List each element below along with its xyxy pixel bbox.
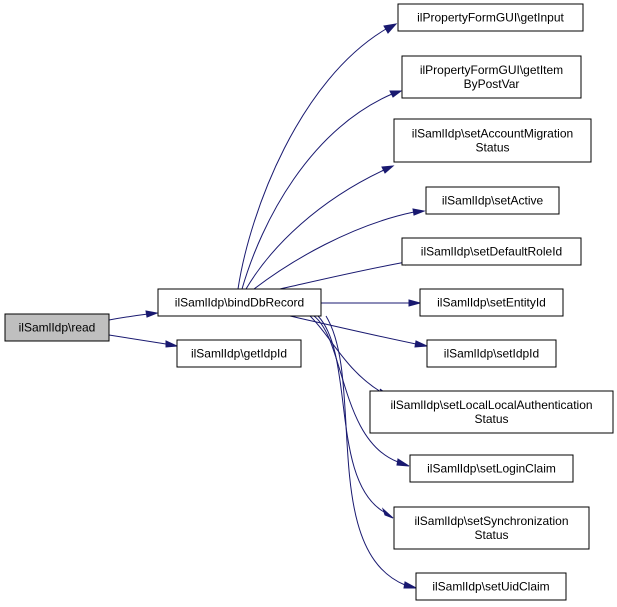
node-box	[409, 454, 574, 483]
edge-arrowhead	[381, 165, 395, 174]
nodes-layer: ilSamlIdp\read ilSamlIdp\bindDbRecord ilSa…	[4, 3, 614, 601]
edge-line	[279, 261, 407, 290]
edge-line	[241, 93, 393, 290]
node-getIdpId[interactable]: ilSamlIdp\getIdpId	[176, 339, 302, 368]
edge-bindDbRecord-to-getInput	[237, 23, 398, 290]
edge-bindDbRecord-to-setLocalLocalAuthenticationStatus	[309, 315, 392, 398]
edge-arrowhead	[389, 90, 403, 98]
node-label: ilSamlIdp\setIdpId	[444, 347, 539, 361]
node-label: ilSamlIdp\bindDbRecord	[175, 296, 304, 310]
node-box	[401, 55, 582, 99]
node-box	[157, 288, 322, 317]
node-label: ilSamlIdp\setAccountMigration	[412, 127, 573, 141]
edge-arrowhead	[403, 581, 417, 589]
node-label: ilPropertyFormGUI\getItem	[420, 63, 563, 77]
edge-bindDbRecord-to-setSynchronizationStatus	[317, 315, 394, 519]
node-setLocalLocalAuthenticationStatus[interactable]: ilSamlIdp\setLocalLocalAuthenticationSta…	[369, 390, 614, 434]
edge-line	[325, 315, 406, 586]
node-box	[415, 572, 567, 601]
node-box	[176, 339, 302, 368]
edge-line	[309, 315, 382, 393]
node-read: ilSamlIdp\read	[4, 313, 110, 342]
node-label: ilSamlIdp\setUidClaim	[432, 580, 549, 594]
node-label: ilSamlIdp\setLoginClaim	[427, 462, 556, 476]
node-box	[393, 506, 590, 550]
edge-bindDbRecord-to-setLoginClaim	[313, 315, 410, 467]
edge-arrowhead	[145, 310, 159, 318]
node-label: Status	[475, 141, 509, 155]
edge-arrowhead	[165, 340, 179, 348]
node-box	[393, 118, 592, 163]
node-box	[4, 313, 110, 342]
edge-arrowhead	[412, 208, 426, 216]
node-bindDbRecord[interactable]: ilSamlIdp\bindDbRecord	[157, 288, 322, 317]
edge-line	[253, 211, 415, 290]
node-setDefaultRoleId[interactable]: ilSamlIdp\setDefaultRoleId	[401, 237, 582, 266]
edge-read-to-getIdpId	[108, 334, 179, 348]
node-getInput[interactable]: ilPropertyFormGUI\getInput	[397, 3, 584, 32]
edge-line	[108, 334, 167, 345]
edge-read-to-bindDbRecord	[108, 310, 159, 321]
node-label: ilSamlIdp\setEntityId	[437, 296, 546, 310]
node-setIdpId[interactable]: ilSamlIdp\setIdpId	[426, 339, 557, 368]
node-box	[419, 288, 564, 317]
node-setLoginClaim[interactable]: ilSamlIdp\setLoginClaim	[409, 454, 574, 483]
node-setActive[interactable]: ilSamlIdp\setActive	[425, 186, 560, 215]
edge-arrowhead	[408, 299, 422, 307]
edge-arrowhead	[396, 458, 410, 467]
node-label: ilSamlIdp\getIdpId	[191, 347, 287, 361]
edge-arrowhead	[381, 507, 394, 519]
node-label: Status	[474, 412, 508, 426]
edge-bindDbRecord-to-setDefaultRoleId	[279, 258, 418, 290]
edge-line	[108, 313, 149, 321]
edge-line	[317, 315, 385, 513]
edge-line	[289, 315, 417, 345]
edge-bindDbRecord-to-setActive	[253, 208, 426, 290]
node-label: ByPostVar	[464, 77, 520, 91]
node-label: ilSamlIdp\setLocalLocalAuthentication	[390, 398, 592, 412]
edge-line	[245, 169, 385, 290]
edge-arrowhead	[383, 23, 398, 34]
node-box	[369, 390, 614, 434]
edge-bindDbRecord-to-setIdpId	[289, 315, 429, 348]
edge-line	[313, 315, 399, 463]
edge-bindDbRecord-to-setEntityId	[321, 299, 422, 307]
edge-bindDbRecord-to-getItemByPostVar	[241, 90, 403, 290]
edge-bindDbRecord-to-setAccountMigrationStatus	[245, 165, 395, 290]
edge-line	[237, 28, 387, 290]
node-setEntityId[interactable]: ilSamlIdp\setEntityId	[419, 288, 564, 317]
node-box	[426, 339, 557, 368]
node-label: ilPropertyFormGUI\getInput	[417, 11, 564, 25]
node-label: Status	[474, 528, 508, 542]
node-setUidClaim[interactable]: ilSamlIdp\setUidClaim	[415, 572, 567, 601]
edge-arrowhead	[414, 340, 429, 348]
node-box	[401, 237, 582, 266]
edge-bindDbRecord-to-setUidClaim	[325, 315, 417, 589]
node-label: ilSamlIdp\setDefaultRoleId	[421, 245, 562, 259]
node-label: ilSamlIdp\read	[19, 321, 96, 335]
node-label: ilSamlIdp\setSynchronization	[414, 514, 568, 528]
node-box	[397, 3, 584, 32]
node-label: ilSamlIdp\setActive	[442, 194, 544, 208]
node-box	[425, 186, 560, 215]
